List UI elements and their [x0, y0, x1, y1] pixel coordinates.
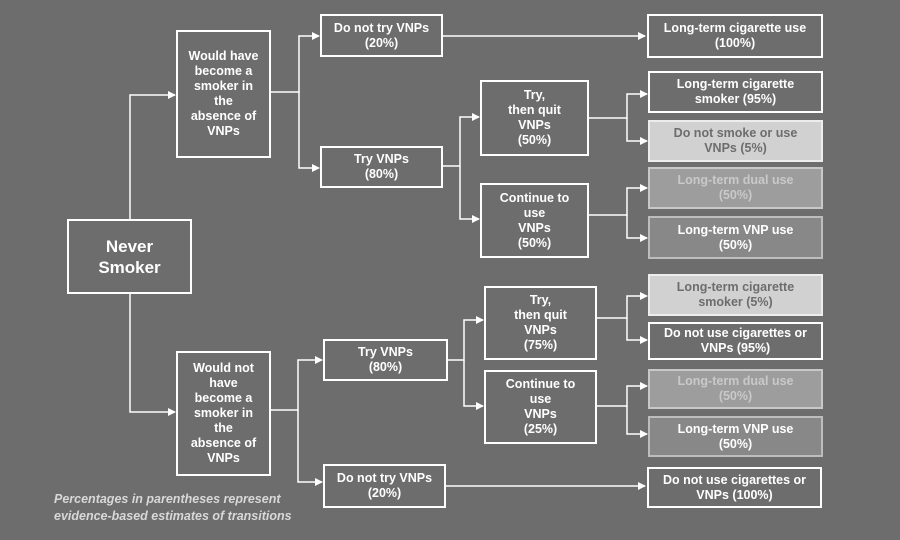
node-b-try-then-quit: Try, then quit VNPs (75%)	[484, 286, 597, 360]
node-b-long-term-vnp-use: Long-term VNP use (50%)	[648, 416, 823, 457]
node-b-long-term-cigarette-smoker: Long-term cigarette smoker (5%)	[648, 274, 823, 316]
node-a-long-term-cigarette-use: Long-term cigarette use (100%)	[647, 14, 823, 58]
footnote: Percentages in parentheses represent evi…	[54, 492, 292, 523]
node-a-long-term-cigarette-smoker: Long-term cigarette smoker (95%)	[648, 71, 823, 113]
node-a-do-not-try-vnps: Do not try VNPs (20%)	[320, 14, 443, 57]
node-b-do-not-try-vnps: Do not try VNPs (20%)	[323, 464, 446, 508]
node-a-do-not-smoke-or-use: Do not smoke or use VNPs (5%)	[648, 120, 823, 162]
node-b-do-not-use-cigarettes-or-vnps: Do not use cigarettes or VNPs (95%)	[648, 322, 823, 360]
node-a-try-then-quit: Try, then quit VNPs (50%)	[480, 80, 589, 156]
node-a-long-term-dual-use: Long-term dual use (50%)	[648, 167, 823, 209]
root-node-never-smoker: Never Smoker	[67, 219, 192, 294]
node-b-try-vnps: Try VNPs (80%)	[323, 339, 448, 381]
node-a-long-term-vnp-use: Long-term VNP use (50%)	[648, 216, 823, 259]
node-would-become-smoker: Would have become a smoker in the absenc…	[176, 30, 271, 158]
node-b-do-not-use-final: Do not use cigarettes or VNPs (100%)	[647, 467, 822, 508]
node-would-not-become-smoker: Would not have become a smoker in the ab…	[176, 351, 271, 476]
node-b-long-term-dual-use: Long-term dual use (50%)	[648, 369, 823, 409]
node-a-continue-to-use: Continue to use VNPs (50%)	[480, 183, 589, 258]
node-b-continue-to-use: Continue to use VNPs (25%)	[484, 370, 597, 444]
node-a-try-vnps: Try VNPs (80%)	[320, 146, 443, 188]
